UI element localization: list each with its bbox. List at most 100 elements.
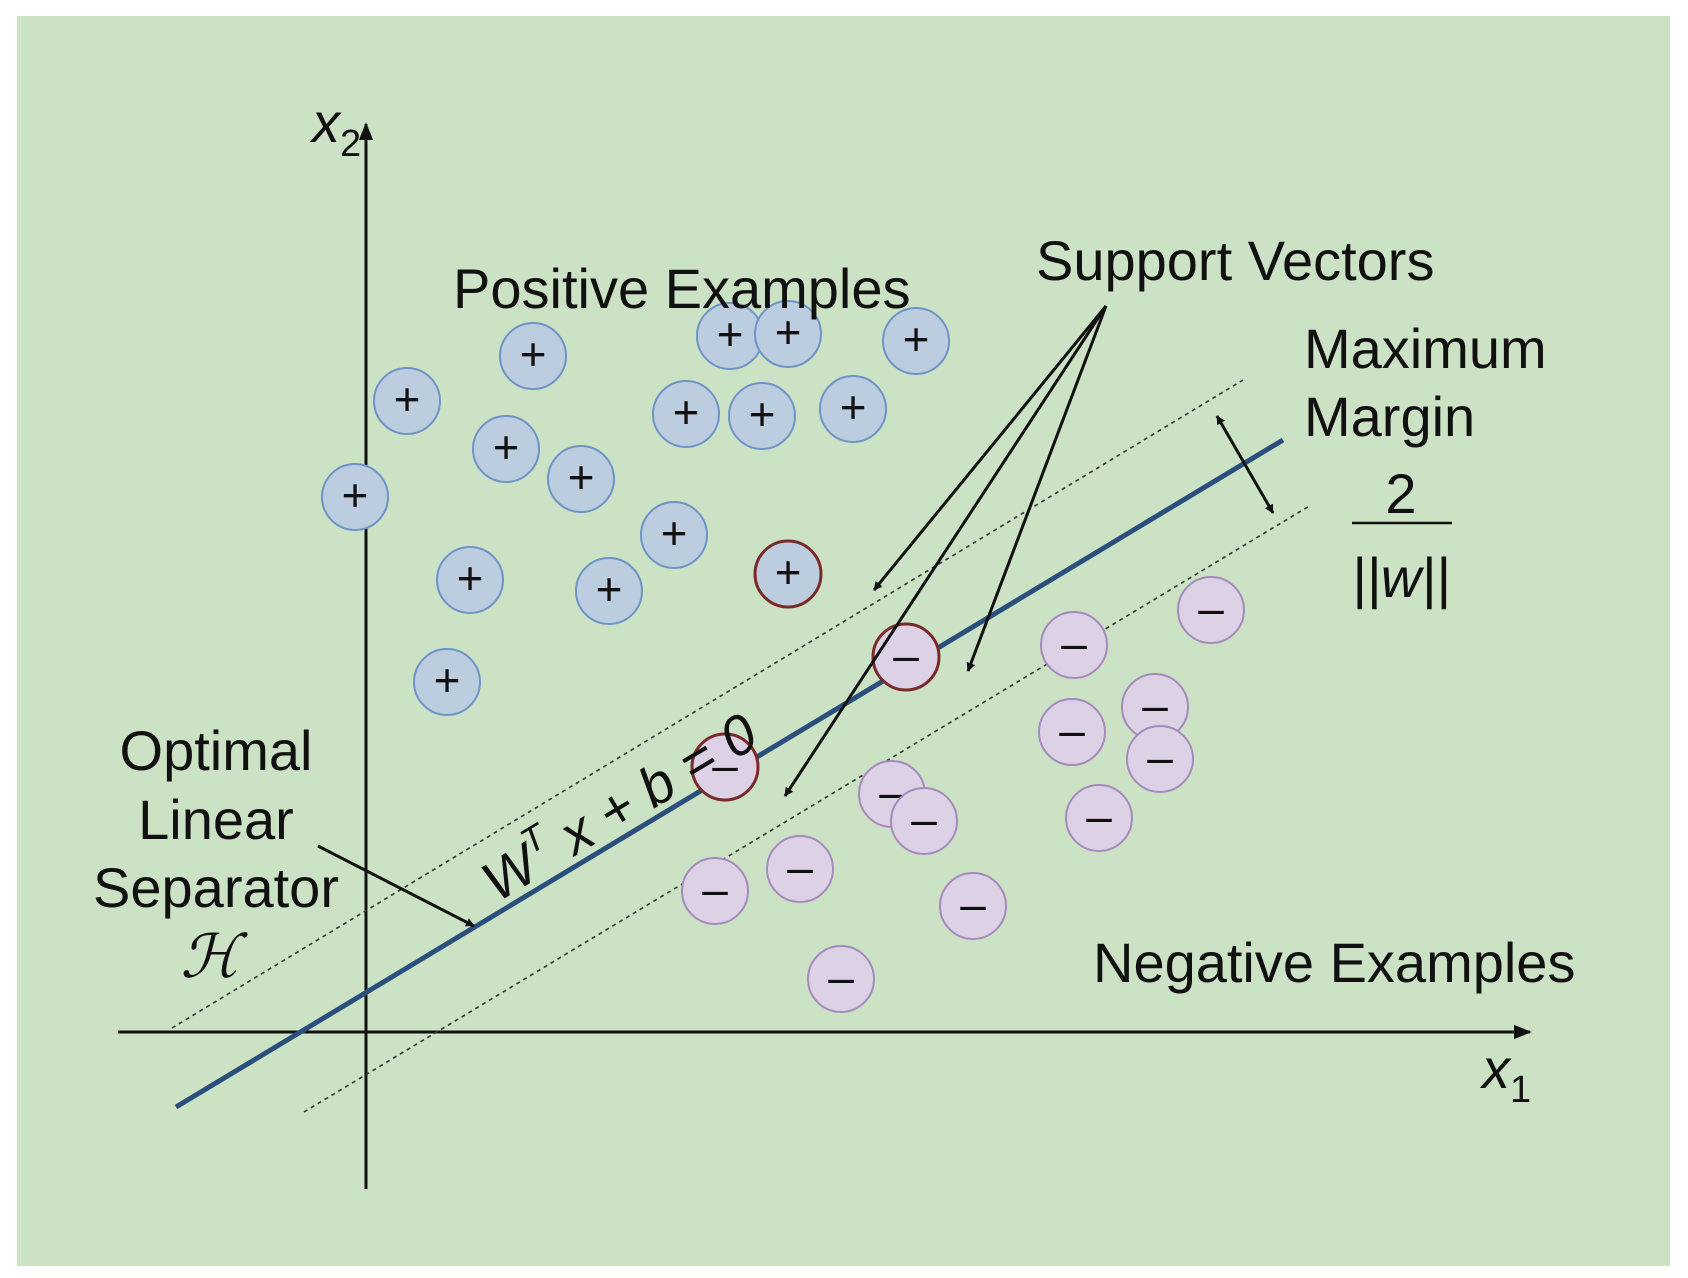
minus-circle-icon <box>690 732 760 802</box>
minus-circle-icon <box>871 622 941 692</box>
margin-denominator: ||w|| <box>1352 546 1451 610</box>
plus-circle-icon <box>547 445 615 513</box>
positive-example-14: + <box>882 307 950 375</box>
margin-label: Margin <box>1304 385 1475 448</box>
arrow-to-negative-support-lower <box>783 305 1108 797</box>
maximum-label: Maximum <box>1304 317 1547 380</box>
plus-sign: + <box>457 552 484 604</box>
separator-label: Separator <box>93 856 339 919</box>
background-panel <box>17 16 1670 1266</box>
negative-support-vector-0: – <box>871 622 941 692</box>
positive-example-10: + <box>728 382 796 450</box>
negative-example-4: – <box>1126 725 1194 793</box>
plus-sign: + <box>520 328 547 380</box>
minus-sign: – <box>1059 704 1085 756</box>
separator-pointer-arrow <box>317 844 475 928</box>
minus-circle-icon <box>807 945 875 1013</box>
negative-example-10: – <box>939 872 1007 940</box>
minus-sign: – <box>1142 679 1168 731</box>
plus-circle-icon <box>728 382 796 450</box>
negative-support-vector-1: – <box>690 732 760 802</box>
positive-example-12: + <box>754 300 822 368</box>
plus-sign: + <box>673 386 700 438</box>
positive-example-6: + <box>413 648 481 716</box>
positive-example-8: + <box>640 501 708 569</box>
plus-sign: + <box>394 373 421 425</box>
plus-circle-icon <box>373 367 441 435</box>
minus-circle-icon <box>1065 784 1133 852</box>
plus-sign: + <box>493 421 520 473</box>
positive-example-0: + <box>321 463 389 531</box>
plus-circle-icon <box>413 648 481 716</box>
minus-sign: – <box>787 841 813 893</box>
plus-sign: + <box>434 654 461 706</box>
arrow-to-negative-support-upper <box>966 305 1108 672</box>
support-vectors-label: Support Vectors <box>1036 229 1434 292</box>
plus-sign: + <box>903 313 930 365</box>
minus-circle-icon <box>1040 611 1108 679</box>
minus-circle-icon <box>1126 725 1194 793</box>
minus-circle-icon <box>1038 698 1106 766</box>
plus-sign: + <box>840 381 867 433</box>
minus-sign: – <box>911 793 937 845</box>
data-points: +++++++++++++++––––––––––––+–– <box>321 300 1245 1013</box>
positive-support-vector-0: + <box>753 539 823 609</box>
minus-sign: – <box>1198 582 1224 634</box>
positive-example-9: + <box>652 380 720 448</box>
minus-circle-icon <box>766 835 834 903</box>
margin-width-arrow <box>1215 415 1275 514</box>
plus-sign: + <box>661 507 688 559</box>
plus-circle-icon <box>754 300 822 368</box>
minus-sign: – <box>960 878 986 930</box>
minus-sign: – <box>1086 790 1112 842</box>
x2-axis-label: x2 <box>309 91 361 165</box>
negative-example-6: – <box>890 787 958 855</box>
plus-circle-icon <box>499 322 567 390</box>
minus-sign: – <box>828 951 854 1003</box>
minus-sign: – <box>702 863 728 915</box>
negative-example-7: – <box>1065 784 1133 852</box>
negative-example-8: – <box>766 835 834 903</box>
minus-circle-icon <box>681 857 749 925</box>
negative-example-11: – <box>807 945 875 1013</box>
negative-example-1: – <box>1040 611 1108 679</box>
positive-examples-label: Positive Examples <box>453 257 911 320</box>
plus-circle-icon <box>436 546 504 614</box>
positive-example-5: + <box>436 546 504 614</box>
negative-example-3: – <box>1038 698 1106 766</box>
support-vector-arrows <box>783 305 1108 797</box>
plus-sign: + <box>342 469 369 521</box>
minus-sign: – <box>893 629 919 681</box>
negative-example-0: – <box>1177 576 1245 644</box>
plus-circle-icon <box>882 307 950 375</box>
plus-circle-icon <box>652 380 720 448</box>
hypothesis-symbol: ℋ <box>180 922 248 992</box>
plus-sign: + <box>749 388 776 440</box>
plus-circle-icon <box>640 501 708 569</box>
positive-example-4: + <box>547 445 615 513</box>
optimal-label: Optimal <box>120 719 313 782</box>
positive-margin-boundary <box>171 379 1244 1029</box>
negative-margin-boundary <box>303 504 1312 1113</box>
plus-sign: + <box>717 308 744 360</box>
plus-circle-icon <box>819 375 887 443</box>
linear-label: Linear <box>138 788 294 851</box>
plus-sign: + <box>568 451 595 503</box>
plus-sign: + <box>596 563 623 615</box>
positive-example-1: + <box>373 367 441 435</box>
negative-examples-label: Negative Examples <box>1093 931 1575 994</box>
plus-circle-icon <box>472 415 540 483</box>
minus-sign: – <box>1061 617 1087 669</box>
positive-example-7: + <box>575 557 643 625</box>
positive-example-13: + <box>819 375 887 443</box>
plus-circle-icon <box>575 557 643 625</box>
minus-sign: – <box>1147 731 1173 783</box>
plus-sign: + <box>775 306 802 358</box>
positive-example-3: + <box>472 415 540 483</box>
minus-circle-icon <box>939 872 1007 940</box>
minus-sign: – <box>712 739 738 791</box>
minus-circle-icon <box>890 787 958 855</box>
minus-circle-icon <box>1177 576 1245 644</box>
positive-example-11: + <box>696 302 764 370</box>
